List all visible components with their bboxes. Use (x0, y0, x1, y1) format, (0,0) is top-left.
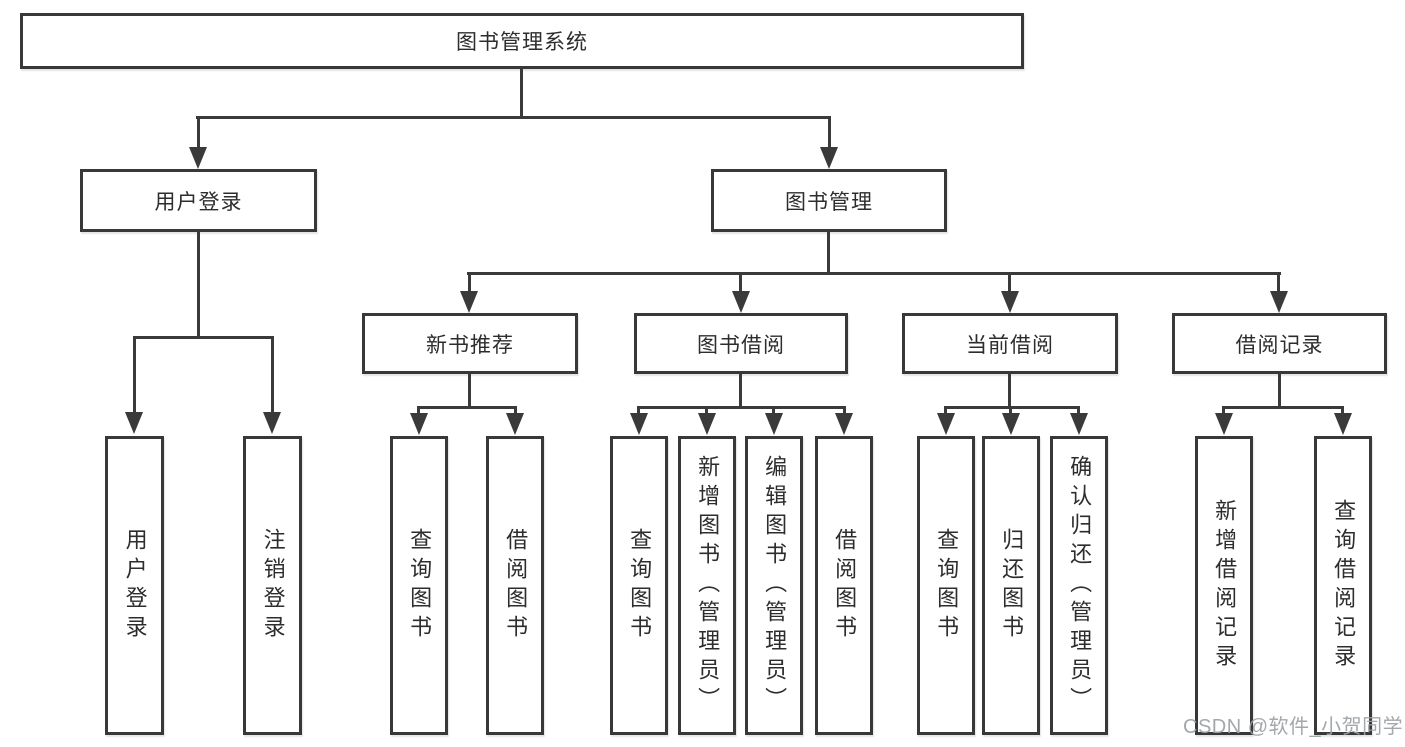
leaf-add-book-admin: 新增图书（管理员） (678, 436, 736, 735)
node-label: 查询图书 (407, 527, 433, 644)
connector-vline (197, 116, 200, 150)
leaf-logout: 注销登录 (243, 436, 302, 735)
connector-hline (1222, 406, 1344, 409)
connector-vline (1008, 374, 1011, 408)
leaf-add-borrow-record: 新增借阅记录 (1195, 436, 1253, 735)
leaf-confirm-return-admin: 确认归还（管理员） (1050, 436, 1108, 735)
connector-vline (417, 406, 420, 418)
node-label: 新书推荐 (426, 333, 514, 357)
arrow-down-icon (698, 413, 716, 435)
connector-vline (827, 232, 830, 275)
node-label: 新增借阅记录 (1212, 498, 1238, 673)
node-label: 借阅图书 (503, 527, 529, 644)
csdn-watermark: CSDN @软件_小贺同学 (1183, 716, 1404, 738)
node-book-borrowing: 图书借阅 (634, 313, 848, 374)
connector-vline (514, 406, 517, 418)
arrow-down-icon (1270, 291, 1288, 313)
arrow-down-icon (1215, 413, 1233, 435)
connector-vline (739, 272, 742, 294)
node-label: 图书借阅 (697, 333, 785, 357)
connector-hline (133, 336, 274, 339)
connector-vline (133, 336, 136, 414)
arrow-down-icon (189, 147, 207, 169)
connector-vline (843, 406, 846, 418)
leaf-borrow-books-borrowing: 借阅图书 (815, 436, 873, 735)
arrow-down-icon (937, 413, 955, 435)
connector-vline (1278, 374, 1281, 408)
connector-vline (1077, 406, 1080, 418)
connector-vline (197, 232, 200, 338)
node-label: 用户登录 (154, 190, 243, 214)
node-label: 新增图书（管理员） (695, 455, 721, 716)
node-library-management-system: 图书管理系统 (20, 13, 1024, 69)
connector-vline (271, 336, 274, 414)
node-user-login-branch: 用户登录 (80, 169, 317, 232)
arrow-down-icon (835, 413, 853, 435)
node-label: 借阅记录 (1235, 333, 1324, 357)
arrow-down-icon (1001, 291, 1019, 313)
leaf-user-login: 用户登录 (105, 436, 164, 735)
arrow-down-icon (263, 412, 281, 434)
connector-vline (705, 406, 708, 418)
connector-hline (944, 406, 1080, 409)
node-current-borrowing: 当前借阅 (902, 313, 1118, 374)
node-label: 注销登录 (260, 527, 286, 644)
node-label: 图书管理系统 (456, 31, 588, 54)
node-label: 归还图书 (999, 527, 1025, 644)
arrow-down-icon (125, 412, 143, 434)
connector-vline (944, 406, 947, 418)
node-label: 查询借阅记录 (1331, 498, 1357, 673)
connector-vline (1222, 406, 1225, 418)
node-book-management: 图书管理 (711, 169, 947, 232)
arrow-down-icon (460, 291, 478, 313)
leaf-query-borrow-record: 查询借阅记录 (1314, 436, 1372, 735)
connector-vline (739, 374, 742, 408)
connector-hline (417, 406, 517, 409)
node-borrowing-records: 借阅记录 (1172, 313, 1387, 374)
connector-vline (772, 406, 775, 418)
leaf-edit-book-admin: 编辑图书（管理员） (745, 436, 803, 735)
connector-hline (467, 272, 1281, 275)
node-label: 用户登录 (122, 527, 148, 644)
connector-vline (468, 374, 471, 408)
node-label: 查询图书 (934, 527, 960, 644)
connector-vline (828, 116, 831, 150)
arrow-down-icon (506, 413, 524, 435)
connector-vline (1008, 272, 1011, 294)
node-new-book-recommendation: 新书推荐 (362, 313, 578, 374)
leaf-query-books-borrowing: 查询图书 (610, 436, 668, 735)
node-label: 当前借阅 (966, 333, 1054, 357)
node-label: 编辑图书（管理员） (762, 455, 788, 716)
arrow-down-icon (410, 413, 428, 435)
leaf-query-books-recommend: 查询图书 (390, 436, 448, 735)
connector-hline (637, 406, 846, 409)
arrow-down-icon (765, 413, 783, 435)
arrow-down-icon (1334, 413, 1352, 435)
leaf-return-books: 归还图书 (982, 436, 1040, 735)
connector-vline (637, 406, 640, 418)
arrow-down-icon (1002, 413, 1020, 435)
connector-vline (468, 272, 471, 294)
connector-vline (1341, 406, 1344, 418)
arrow-down-icon (630, 413, 648, 435)
leaf-query-books-current: 查询图书 (917, 436, 975, 735)
arrow-down-icon (1070, 413, 1088, 435)
connector-vline (520, 69, 523, 118)
arrow-down-icon (820, 147, 838, 169)
connector-hline (196, 116, 831, 119)
arrow-down-icon (732, 291, 750, 313)
connector-vline (1009, 406, 1012, 418)
connector-vline (1277, 272, 1280, 294)
node-label: 图书管理 (785, 190, 873, 214)
node-label: 确认归还（管理员） (1067, 455, 1093, 716)
node-label: 借阅图书 (832, 527, 858, 644)
leaf-borrow-books-recommend: 借阅图书 (486, 436, 544, 735)
node-label: 查询图书 (627, 527, 653, 644)
